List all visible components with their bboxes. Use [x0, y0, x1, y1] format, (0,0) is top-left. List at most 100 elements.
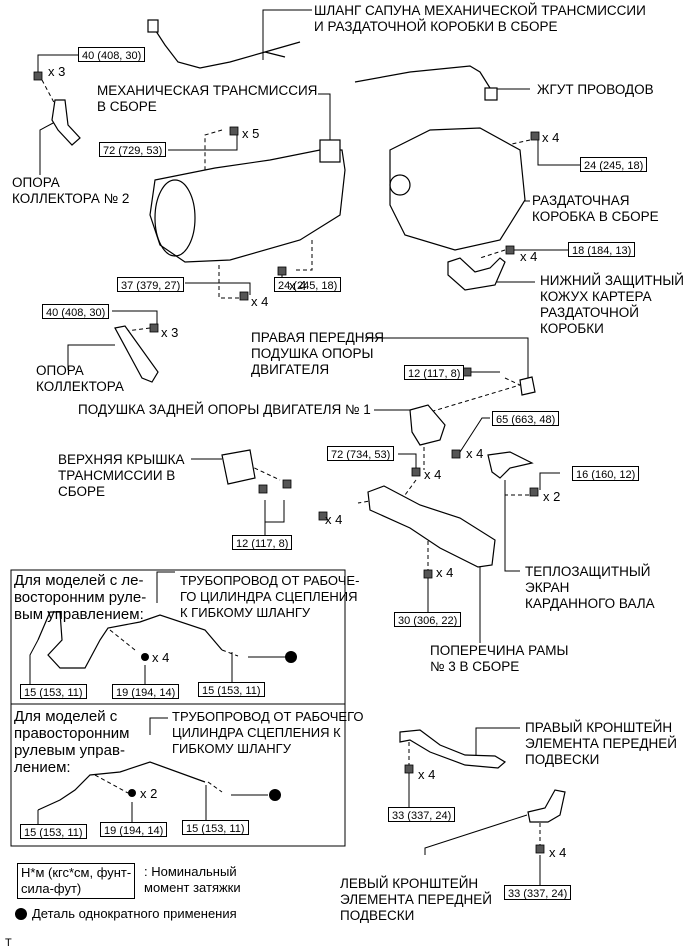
label-bracket-lh: ЛЕВЫЙ КРОНШТЕЙН ЭЛЕМЕНТА ПЕРЕДНЕЙ ПОДВЕС… [340, 876, 492, 923]
torque-bracket-rh: 33 (337, 24) [388, 807, 456, 822]
bolt-upper-cover-b [282, 479, 292, 489]
torque-transmission-top: 72 (729, 53) [99, 142, 167, 157]
qty-bracket-lh: x 4 [549, 845, 567, 860]
bolt-manifold-stay [149, 323, 159, 333]
qty-rear-mount: x 4 [466, 446, 484, 461]
torque-crossmember-nut: 72 (734, 53) [327, 446, 395, 461]
lhd-pipe-leader [156, 571, 175, 603]
bolt-stay2 [33, 71, 43, 81]
leader-crossmember-nut [398, 453, 417, 470]
leader-breather-hose [262, 9, 312, 60]
dash-trans-lower-right [293, 240, 313, 271]
torque-transfer: 24 (245, 18) [580, 157, 648, 172]
transfer-part [389, 127, 526, 251]
bolt-crossmember-side [318, 511, 328, 521]
transfer-output [389, 174, 411, 196]
footer-mark: T [5, 937, 12, 949]
lhd-torque-mid: 19 (194, 14) [112, 684, 180, 699]
lhd-nut [141, 653, 149, 661]
label-transmission-upper-cover: ВЕРХНЯЯ КРЫШКА ТРАНСМИССИИ В СБОРЕ [58, 452, 185, 499]
transmission-bellhousing [154, 179, 196, 257]
bolt-crossmember-bottom [423, 569, 433, 579]
qty-crossmember-side: x 4 [325, 512, 343, 527]
transmission-shift-tower [319, 139, 341, 163]
qty-transfer: x 4 [542, 130, 560, 145]
rhd-non-reusable-dot [269, 789, 281, 801]
qty-protector: x 4 [520, 249, 538, 264]
legend-non-reusable-dot [15, 908, 27, 920]
leader-rear-mount-torque [459, 417, 490, 453]
lhd-torque-left: 15 (153, 11) [20, 684, 87, 699]
breather-hose-connector [147, 19, 159, 33]
qty-trans-lower-left: x 4 [251, 294, 269, 309]
leader-trans-lower-left [185, 282, 251, 295]
leader-heat-insulator [539, 472, 560, 490]
leader-manifold-stay-label [67, 344, 115, 370]
dash-trans-lower-left [218, 265, 240, 299]
label-manifold-stay-2: ОПОРА КОЛЛЕКТОРА № 2 [12, 175, 130, 206]
bolt-upper-cover-a [258, 484, 268, 494]
label-manual-transmission: МЕХАНИЧЕСКАЯ ТРАНСМИССИЯ В СБОРЕ [97, 83, 318, 114]
rhd-pipe-part [37, 761, 206, 811]
leader-trans-top [168, 135, 238, 151]
dash-heat [504, 480, 530, 496]
torque-front-mount: 12 (117, 8) [404, 365, 465, 380]
leader-bracket-lh-label [424, 814, 528, 855]
dash-lhd [109, 629, 239, 657]
bolt-trans-lower-left [239, 291, 249, 301]
bracket-lh-part [527, 789, 566, 823]
lhd-qty: x 4 [152, 650, 170, 665]
label-transfer-protector: НИЖНИЙ ЗАЩИТНЫЙ КОЖУХ КАРТЕРА РАЗДАТОЧНО… [540, 273, 684, 336]
rhd-torque-mid: 19 (194, 14) [100, 822, 168, 837]
legend-non-reusable: Деталь однократного применения [32, 906, 237, 921]
rear-mount-part [409, 404, 446, 446]
wire-harness-part [354, 65, 491, 89]
transfer-protector-part [447, 257, 506, 291]
qty-crossmember-bolt: x 4 [436, 565, 454, 580]
dash-protector [479, 249, 506, 259]
dash-transfer [439, 139, 531, 161]
lhd-title: Для моделей с ле- восторонним руле- вым … [14, 572, 147, 623]
heat-insulator-part [487, 451, 534, 479]
leader-bracket-rh-label [475, 727, 520, 755]
torque-crossmember-bolt: 30 (306, 22) [394, 612, 462, 627]
lhd-pipe-label: ТРУБОПРОВОД ОТ РАБОЧЕ- ГО ЦИЛИНДРА СЦЕПЛ… [180, 573, 360, 620]
breather-hose-part [151, 24, 301, 69]
rhd-pipe-leader [149, 717, 168, 735]
label-wire-harness: ЖГУТ ПРОВОДОВ [537, 82, 654, 97]
manual-transmission-part [149, 149, 346, 263]
label-heat-insulator: ТЕПЛОЗАЩИТНЫЙ ЭКРАН КАРДАННОГО ВАЛА [525, 564, 655, 611]
leader-transmission [318, 93, 331, 145]
qty-bracket-rh: x 4 [418, 767, 436, 782]
label-bracket-rh: ПРАВЫЙ КРОНШТЕЙН ЭЛЕМЕНТА ПЕРЕДНЕЙ ПОДВЕ… [525, 720, 677, 767]
lhd-torque-right: 15 (153, 11) [198, 682, 265, 697]
qty-manifold-stay-2: x 3 [48, 64, 66, 79]
dash-manifold-stay [117, 327, 151, 333]
label-transfer-assy: РАЗДАТОЧНАЯ КОРОБКА В СБОРЕ [532, 193, 659, 224]
lhd-non-reusable-dot [285, 651, 297, 663]
rhd-box-frame [10, 703, 346, 847]
nut-crossmember [411, 467, 421, 477]
leader-front-mount-label [365, 337, 529, 378]
dash-trans-top [204, 129, 223, 175]
upper-cover-part [221, 449, 256, 485]
label-front-engine-mount-rh: ПРАВАЯ ПЕРЕДНЯЯ ПОДУШКА ОПОРЫ ДВИГАТЕЛЯ [251, 330, 384, 377]
label-crossmember-3: ПОПЕРЕЧИНА РАМЫ № 3 В СБОРЕ [430, 643, 569, 674]
rhd-title: Для моделей с правосторонним рулевым упр… [14, 708, 130, 776]
lhd-pipe-part [37, 611, 223, 669]
bolt-trans-lower-right [277, 266, 287, 276]
leader-upper-cover-torque [264, 500, 285, 535]
bolt-bracket-rh [404, 764, 414, 774]
bolt-bracket-lh [535, 844, 545, 854]
torque-trans-lower-left: 37 (379, 27) [117, 277, 185, 292]
bolt-rear-mount [451, 449, 461, 459]
legend-unit-box: Н*м (кгс*см, фунт- сила-фут) [17, 863, 136, 899]
torque-upper-cover: 12 (117, 8) [232, 535, 293, 550]
qty-transmission-top: x 5 [242, 126, 260, 141]
manifold-stay-part [114, 325, 159, 383]
dash-rhd [94, 774, 223, 794]
bracket-rh-part [399, 729, 507, 769]
leader-heat-insulator-label [504, 480, 520, 572]
dash-upper-cover [247, 464, 281, 481]
rhd-torque-right: 15 (153, 11) [182, 820, 249, 835]
